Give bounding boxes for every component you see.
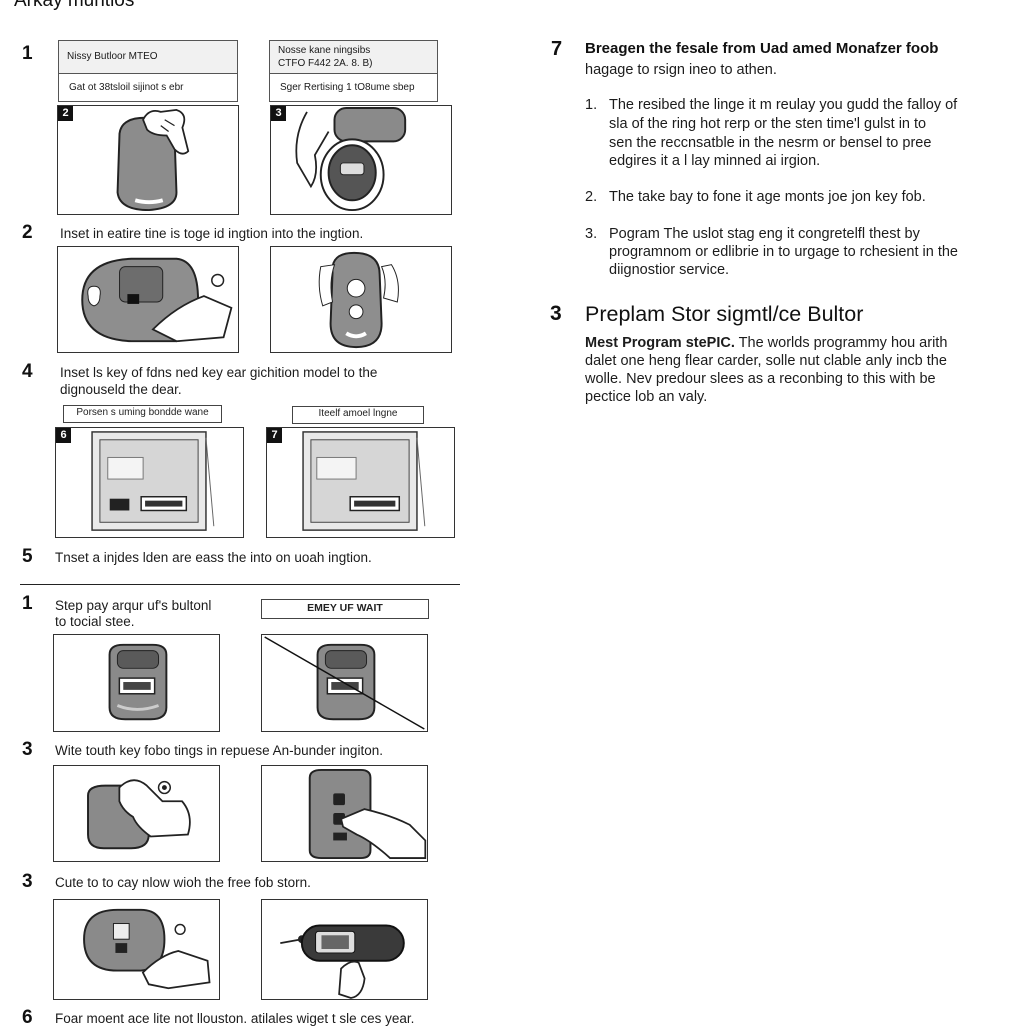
illustration-fob-hand-2: 3 — [270, 105, 452, 215]
list-item-line: programnom or edlibrie in to urgage to r… — [609, 244, 958, 260]
fob-button-press-illustration — [308, 768, 427, 860]
illustration-fob-slot-1 — [53, 634, 220, 732]
header-label-b-bottom: Sger Rertising 1 tO8ume sbep — [280, 82, 415, 93]
page-title: Arkay muntios — [14, 0, 135, 11]
wait-label: EMEY UF WAIT — [261, 599, 429, 619]
header-label-b-top: Nosse kane ningsibs CTFO F442 2A. 8. B) — [270, 41, 437, 74]
step-number: 1 — [22, 593, 33, 614]
image-label: Porsen s uming bondde wane — [63, 405, 222, 423]
step-text-cont: dignouseld the dear. — [60, 382, 182, 397]
section-heading: Breagen the fesale from Uad amed Monafze… — [585, 40, 939, 57]
step-number: 4 — [22, 361, 33, 382]
illustration-fob-hand-3 — [53, 899, 220, 1000]
step-number: 5 — [22, 546, 33, 567]
fob-hand-illustration — [83, 908, 211, 990]
illustration-fob-press-2 — [261, 765, 428, 862]
header-label-b-line1: Nosse kane ningsibs — [278, 45, 371, 56]
step-number: 6 — [22, 1007, 33, 1028]
list-item-line: edgires it a l lay minned ai irgion. — [609, 153, 821, 169]
image-badge: 7 — [267, 428, 282, 443]
list-item-line: sen the reccnsatble in the nesrm or bens… — [609, 135, 932, 151]
header-label-box-b: Nosse kane ningsibs CTFO F442 2A. 8. B) … — [269, 40, 438, 102]
step-number: 3 — [22, 739, 33, 760]
header-label-a-top: Nissy Butloor MTEO — [59, 41, 237, 74]
section-paragraph-line: dalet one heng flear carder, solle nut c… — [585, 353, 947, 369]
step-number: 2 — [22, 222, 33, 243]
section-subheading: hagage to rsign ineo to athen. — [585, 62, 777, 78]
list-item-line: sla of the ring hot rerp or the sten tim… — [609, 116, 927, 132]
section-paragraph-line: wolle. Nev predour slees as a reconbing … — [585, 371, 936, 387]
section-number: 3 — [550, 302, 562, 325]
step-text: Wite touth key fobo tings in repuese An-… — [55, 743, 383, 758]
list-item-number: 3. — [585, 226, 598, 242]
illustration-fob-hand-1: 2 — [57, 105, 239, 215]
illustration-fob-side — [57, 246, 239, 353]
list-item-number: 1. — [585, 97, 598, 113]
step-number: 3 — [22, 871, 33, 892]
image-badge: 6 — [56, 428, 71, 443]
illustration-ignition-panel-1: 6 — [55, 427, 244, 538]
image-badge: 2 — [58, 106, 73, 121]
list-item-line: diignostior service. — [609, 262, 730, 278]
fob-front-illustration — [318, 251, 399, 349]
section-paragraph-line: Mest Program stePIC. The worlds programm… — [585, 334, 947, 353]
key-fob-illustration — [116, 109, 190, 212]
step-text-cont: to tocial stee. — [55, 614, 135, 629]
section-paragraph-line: pectice lob an valy. — [585, 389, 708, 405]
header-label-b-line2: CTFO F442 2A. 8. B) — [278, 58, 373, 69]
illustration-ignition-panel-2: 7 — [266, 427, 455, 538]
step-text: Inset ls key of fdns ned key ear gichiti… — [60, 365, 378, 380]
section-heading: Preplam Stor sigmtl/ce Bultor — [585, 302, 864, 326]
section-number: 7 — [551, 38, 563, 60]
header-label-a-bottom: Gat ot 38tsloil sijinot s ebr — [69, 82, 184, 93]
fob-slot-illustration — [108, 643, 168, 721]
fob-side-illustration — [81, 257, 233, 343]
section-lead-rest: The worlds programmy hou arith — [734, 335, 948, 351]
header-label-box-a: Nissy Butloor MTEO Gat ot 38tsloil sijin… — [58, 40, 238, 102]
list-item-line: The resibed the linge it m reulay you gu… — [609, 97, 958, 113]
panel-illustration — [302, 431, 426, 531]
image-badge: 3 — [271, 106, 286, 121]
illustration-fob-press-1 — [53, 765, 220, 862]
key-device-illustration — [280, 924, 405, 999]
section-divider — [20, 584, 460, 585]
ignition-illustration — [295, 106, 407, 212]
illustration-fob-device — [261, 899, 428, 1000]
section-lead-bold: Mest Program stePIC. — [585, 335, 735, 351]
fob-slot-crossed-illustration — [264, 636, 425, 730]
step-text: Inset in eatire tine is toge id ingtion … — [60, 226, 364, 241]
list-item-line: Pogram The uslot stag eng it congretelfl… — [609, 226, 920, 242]
image-label: Iteelf amoel lngne — [292, 406, 424, 424]
panel-illustration — [91, 431, 215, 531]
step-number: 1 — [22, 43, 33, 64]
step-text: Step pay arqur uf's bultonl — [55, 598, 212, 613]
step-text: Foar moent ace lite not llouston. atilal… — [55, 1011, 415, 1026]
fob-press-illustration — [87, 779, 191, 850]
list-item-number: 2. — [585, 189, 598, 205]
step-text: Tnset a injdes lden are eass the into on… — [55, 550, 372, 565]
step-text: Cute to to cay nlow wioh the free fob st… — [55, 875, 311, 890]
list-item-line: The take bay to fone it age monts joe jo… — [609, 189, 926, 205]
illustration-fob-slot-2 — [261, 634, 428, 732]
illustration-fob-front — [270, 246, 452, 353]
